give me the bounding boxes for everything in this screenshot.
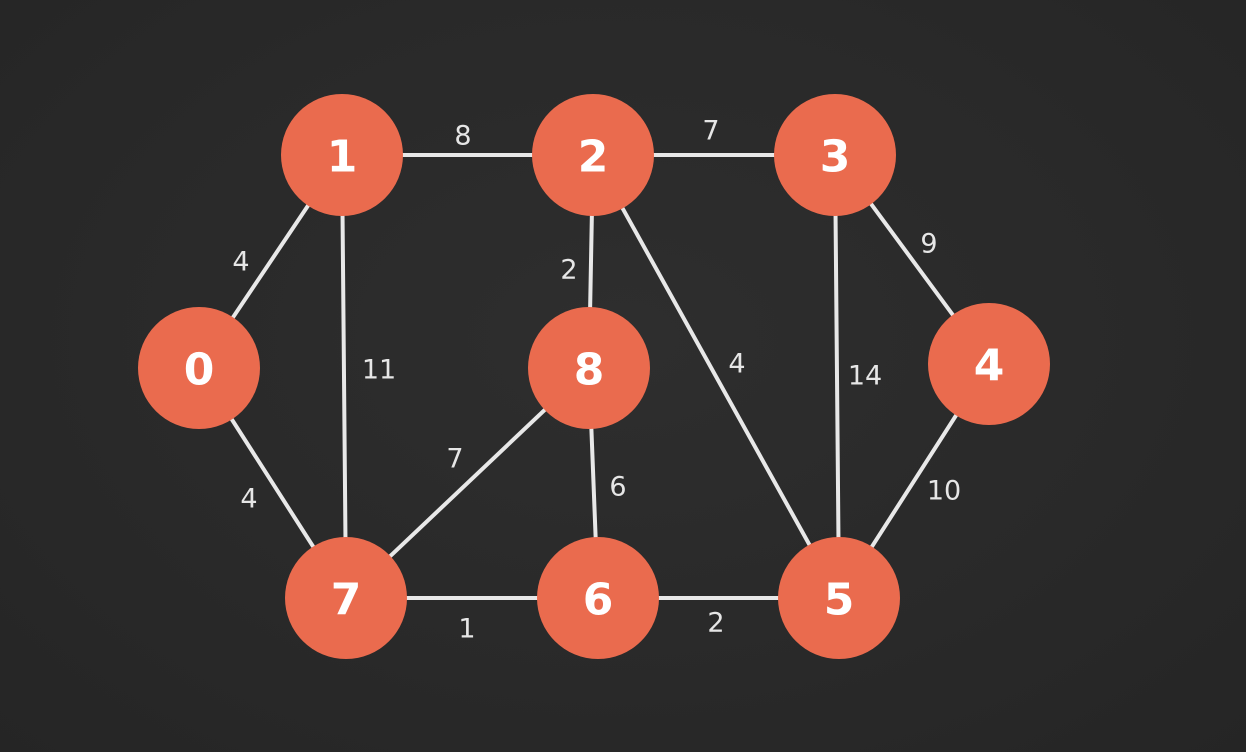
edge-weight-0-7: 4	[240, 484, 257, 515]
node-7: 7	[285, 537, 407, 659]
node-label-8: 8	[574, 345, 605, 396]
node-4: 4	[928, 303, 1050, 425]
edge-2-5	[591, 153, 841, 600]
node-label-7: 7	[331, 575, 362, 626]
node-1: 1	[281, 94, 403, 216]
edge-weight-6-7: 1	[458, 614, 475, 645]
node-label-4: 4	[974, 341, 1005, 392]
edge-weight-1-2: 8	[454, 121, 471, 152]
node-circle-4	[928, 303, 1050, 425]
edge-weight-7-8: 7	[446, 444, 463, 475]
node-circle-0	[138, 307, 260, 429]
edge-weight-6-8: 6	[609, 472, 626, 503]
edge-weight-3-5: 14	[848, 361, 882, 392]
edge-weight-0-1: 4	[232, 247, 249, 278]
node-label-0: 0	[184, 345, 215, 396]
edge-weight-3-4: 9	[920, 229, 937, 260]
node-label-6: 6	[583, 575, 614, 626]
node-circle-8	[528, 307, 650, 429]
node-label-2: 2	[578, 132, 609, 183]
node-circle-1	[281, 94, 403, 216]
edge-weight-5-6: 2	[707, 608, 724, 639]
edge-weight-2-5: 4	[728, 349, 745, 380]
edge-weight-2-8: 2	[560, 255, 577, 286]
node-circle-6	[537, 537, 659, 659]
node-circle-7	[285, 537, 407, 659]
edge-weight-4-5: 10	[927, 476, 961, 507]
node-label-5: 5	[824, 575, 855, 626]
node-8: 8	[528, 307, 650, 429]
edge-weight-2-3: 7	[702, 116, 719, 147]
edge-weights-layer: 4 4 8 11 7 2 4 9 14 10 2 1 6 7	[232, 116, 961, 645]
node-label-1: 1	[327, 132, 358, 183]
node-6: 6	[537, 537, 659, 659]
nodes-layer: 0 1 2 3 4 5 6 7 8	[138, 94, 1050, 659]
node-2: 2	[532, 94, 654, 216]
node-circle-5	[778, 537, 900, 659]
node-3: 3	[774, 94, 896, 216]
node-circle-3	[774, 94, 896, 216]
node-5: 5	[778, 537, 900, 659]
node-0: 0	[138, 307, 260, 429]
node-circle-2	[532, 94, 654, 216]
edge-1-7	[340, 153, 348, 600]
edge-3-5	[833, 153, 841, 600]
node-label-3: 3	[820, 132, 851, 183]
edge-weight-1-7: 11	[362, 355, 396, 386]
